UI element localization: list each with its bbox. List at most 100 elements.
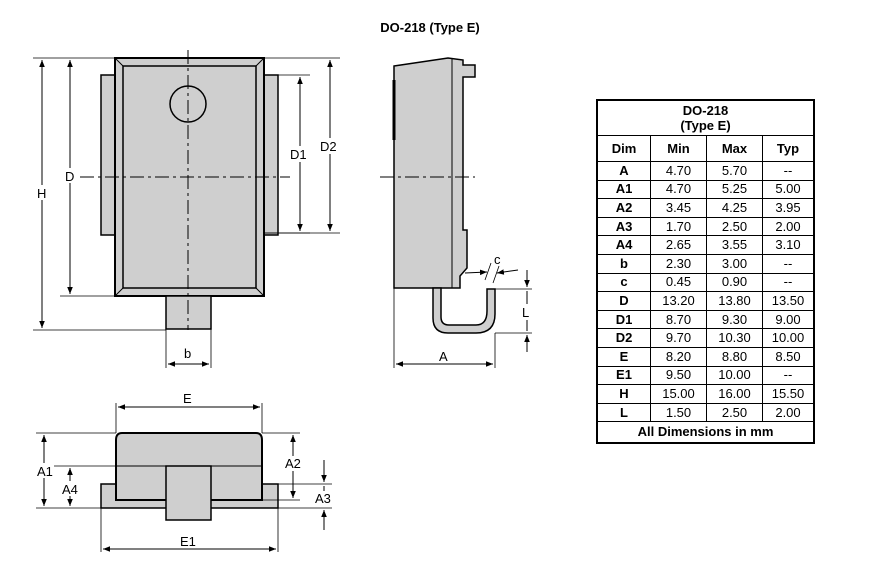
table-title: DO-218 (Type E)	[596, 99, 815, 136]
label-d1: D1	[290, 147, 307, 162]
table-cell: 8.20	[650, 346, 707, 367]
top-view-right-tab	[262, 74, 279, 236]
table-cell: 5.70	[706, 161, 763, 181]
table-cell: D	[596, 291, 651, 311]
table-cell: A3	[596, 216, 651, 237]
table-cell: A	[596, 161, 651, 181]
table-cell: 3.45	[650, 198, 707, 218]
label-d2: D2	[320, 139, 337, 154]
table-cell: 0.90	[706, 272, 763, 293]
table-cell: 16.00	[706, 384, 763, 404]
table-cell: 4.70	[650, 161, 707, 181]
table-cell: 2.65	[650, 235, 707, 255]
side-view-body	[393, 57, 476, 289]
top-view	[33, 50, 340, 368]
label-h: H	[37, 186, 46, 201]
table-cell: A2	[596, 198, 651, 218]
table-cell: 9.50	[650, 365, 707, 386]
table-cell: 3.10	[762, 235, 815, 255]
table-cell: E1	[596, 365, 651, 386]
column-header-typ: Typ	[762, 135, 815, 162]
table-cell: 2.50	[706, 216, 763, 237]
table-cell: 1.70	[650, 216, 707, 237]
table-cell: --	[762, 365, 815, 386]
table-column-headers: Dim Min Max Typ	[596, 135, 815, 162]
table-cell: 10.30	[706, 328, 763, 348]
dim-c-line	[464, 269, 488, 276]
table-cell: --	[762, 253, 815, 274]
table-cell: 15.00	[650, 384, 707, 404]
label-c: c	[494, 252, 501, 267]
label-b: b	[184, 346, 191, 361]
table-cell: c	[596, 272, 651, 293]
table-cell: 2.00	[762, 216, 815, 237]
label-l: L	[522, 305, 529, 320]
table-cell: 13.50	[762, 291, 815, 311]
table-cell: H	[596, 384, 651, 404]
table-cell: 2.00	[762, 402, 815, 423]
table-cell: b	[596, 253, 651, 274]
table-cell: 9.00	[762, 309, 815, 330]
table-cell: --	[762, 272, 815, 293]
column-header-min: Min	[650, 135, 707, 162]
table-cell: E	[596, 346, 651, 367]
label-a2: A2	[285, 456, 301, 471]
front-view	[36, 403, 332, 552]
table-cell: D1	[596, 309, 651, 330]
column-header-max: Max	[706, 135, 763, 162]
table-cell: 9.30	[706, 309, 763, 330]
table-cell: 13.20	[650, 291, 707, 311]
table-cell: --	[762, 161, 815, 181]
table-cell: 2.50	[706, 402, 763, 423]
table-title-line2: (Type E)	[680, 118, 731, 133]
table-cell: 13.80	[706, 291, 763, 311]
table-cell: 9.70	[650, 328, 707, 348]
table-title-line1: DO-218	[682, 103, 729, 118]
front-view-lead	[165, 465, 212, 521]
table-cell: 2.30	[650, 253, 707, 274]
label-e: E	[183, 391, 192, 406]
side-view	[380, 57, 532, 368]
table-cell: 8.50	[762, 346, 815, 367]
table-cell: D2	[596, 328, 651, 348]
diagram-title: DO-218 (Type E)	[380, 20, 480, 35]
table-footer: All Dimensions in mm	[596, 421, 815, 444]
label-a4: A4	[62, 482, 78, 497]
table-cell: 4.25	[706, 198, 763, 218]
table-cell: 0.45	[650, 272, 707, 293]
table-cell: 3.00	[706, 253, 763, 274]
top-view-left-tab	[100, 74, 117, 236]
table-cell: 4.70	[650, 179, 707, 200]
label-a3: A3	[315, 491, 331, 506]
table-cell: 3.95	[762, 198, 815, 218]
label-d: D	[65, 169, 74, 184]
side-view-lead	[432, 287, 496, 334]
table-cell: L	[596, 402, 651, 423]
table-cell: 10.00	[706, 365, 763, 386]
column-header-dim: Dim	[596, 135, 651, 162]
label-a1: A1	[37, 464, 53, 479]
table-cell: A4	[596, 235, 651, 255]
table-cell: 10.00	[762, 328, 815, 348]
table-cell: 3.55	[706, 235, 763, 255]
label-e1: E1	[180, 534, 196, 549]
table-cell: 15.50	[762, 384, 815, 404]
table-cell: 8.80	[706, 346, 763, 367]
label-a: A	[439, 349, 448, 364]
